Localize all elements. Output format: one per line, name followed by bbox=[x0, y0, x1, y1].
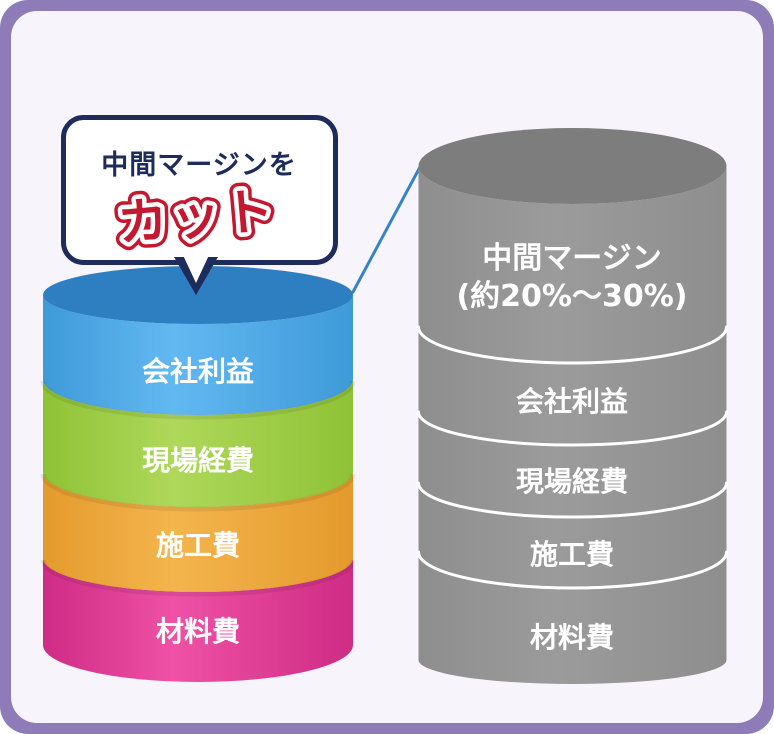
divider-line bbox=[417, 481, 728, 519]
left-cylinder-top bbox=[43, 266, 353, 324]
right-segment-middle-margin-percent: (約20%～30%) bbox=[456, 279, 687, 314]
connector-line bbox=[351, 165, 422, 294]
left-segment-site-expenses bbox=[43, 379, 353, 507]
segment-shadow bbox=[40, 473, 356, 512]
right-cylinder-top bbox=[418, 128, 727, 204]
speech-bubble: 中間マージンを カット カット カット bbox=[61, 115, 338, 295]
right-cylinder: 中間マージン (約20%～30%) 会社利益 現場経費 施工費 材料費 bbox=[417, 128, 728, 684]
left-segment-construction-cost bbox=[43, 472, 353, 592]
callout-accent-text: カット bbox=[115, 181, 278, 253]
divider-line bbox=[417, 325, 728, 365]
right-segment-company-profit-label: 会社利益 bbox=[516, 385, 628, 418]
left-segment-company-profit bbox=[43, 295, 353, 415]
divider-line bbox=[417, 550, 728, 590]
right-segment-material-cost-label: 材料費 bbox=[530, 621, 614, 654]
right-segment-construction-cost-label: 施工費 bbox=[530, 538, 614, 571]
left-segment-company-profit-label: 会社利益 bbox=[142, 355, 254, 388]
left-segment-site-expenses-label: 現場経費 bbox=[142, 444, 254, 477]
right-cylinder-body bbox=[418, 166, 727, 684]
left-segment-material-cost-label: 材料費 bbox=[156, 615, 240, 648]
callout-line1: 中間マージンを bbox=[101, 150, 296, 181]
right-segment-middle-margin-label: 中間マージン bbox=[482, 241, 661, 276]
right-segment-site-expenses-label: 現場経費 bbox=[516, 465, 628, 498]
left-segment-construction-cost-label: 施工費 bbox=[156, 529, 240, 562]
divider-line bbox=[417, 410, 728, 447]
left-cylinder: 会社利益 現場経費 施工費 材料費 bbox=[40, 266, 356, 682]
segment-shadow bbox=[40, 380, 356, 420]
left-segment-material-cost bbox=[43, 558, 353, 682]
speech-bubble-tail-inner bbox=[182, 253, 210, 283]
segment-shadow bbox=[40, 559, 356, 597]
